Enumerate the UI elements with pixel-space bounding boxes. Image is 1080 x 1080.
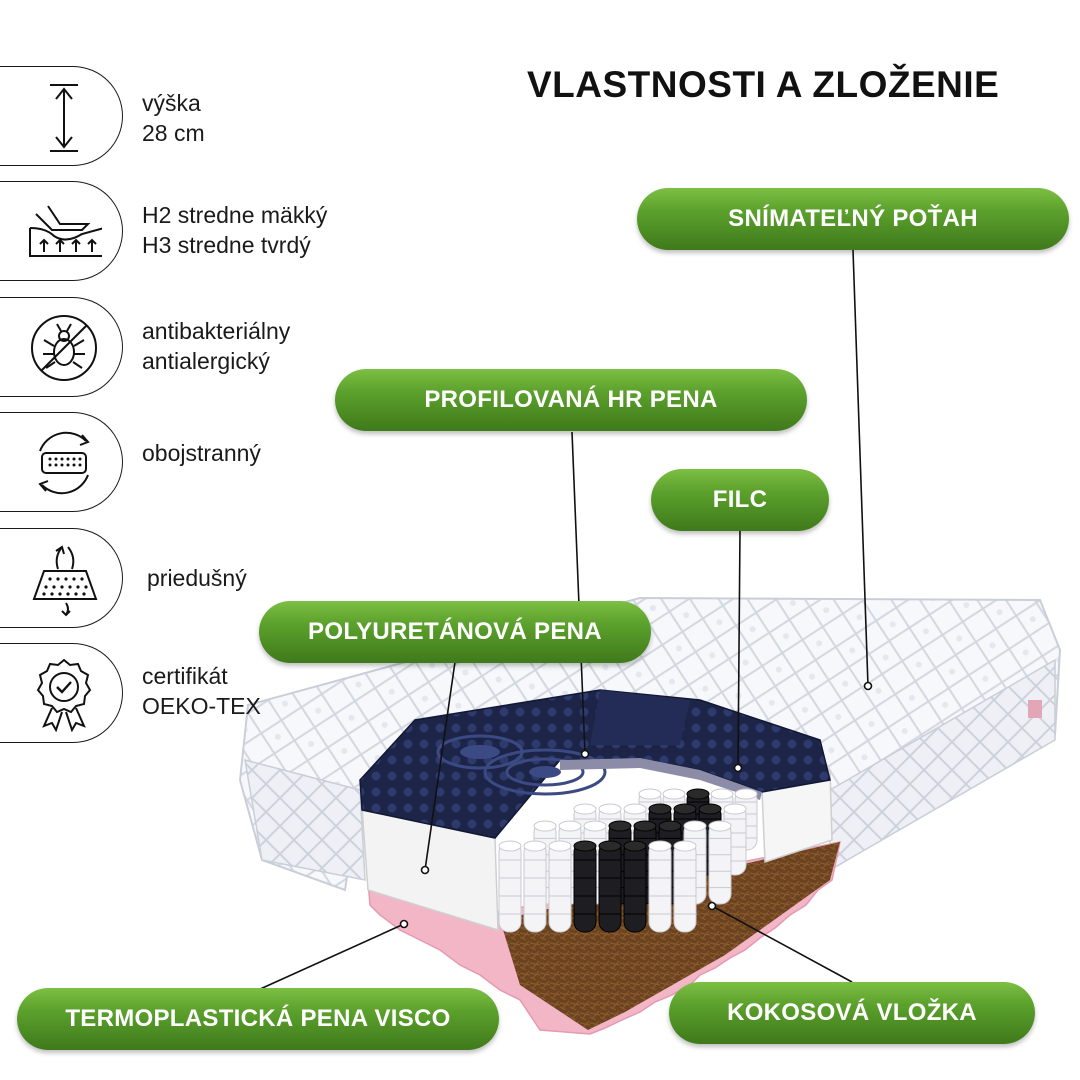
feature-antibacterial-text: antibakteriálny antialergický — [142, 316, 290, 376]
pocket-spring — [523, 840, 547, 933]
pocket-spring — [598, 840, 622, 933]
feature-line: výška — [142, 90, 201, 116]
feature-line: priedušný — [147, 565, 247, 591]
pocket-spring — [648, 840, 672, 933]
certificate-badge-icon — [36, 658, 92, 732]
label-visco-foam: TERMOPLASTICKÁ PENA VISCO — [17, 988, 499, 1050]
feature-certificate-text: certifikát OEKO-TEX — [142, 661, 261, 721]
label-removable-cover: SNÍMATEĽNÝ POŤAH — [637, 188, 1069, 250]
feature-line: H3 stredne tvrdý — [142, 232, 311, 258]
height-arrow-icon — [50, 84, 78, 152]
flip-mattress-icon — [38, 431, 90, 495]
feature-breathable — [0, 528, 123, 628]
feature-height — [0, 66, 123, 166]
feature-line: antialergický — [142, 348, 270, 374]
pocket-spring — [573, 840, 597, 933]
feature-antibacterial — [0, 297, 123, 397]
pocket-spring — [708, 820, 732, 905]
feature-height-text: výška 28 cm — [142, 88, 205, 148]
pocket-spring — [548, 840, 572, 933]
pocket-spring — [673, 840, 697, 933]
label-polyurethane-foam: POLYURETÁNOVÁ PENA — [259, 601, 651, 663]
feature-two-sided-text: obojstranný — [142, 438, 261, 468]
breathable-airflow-icon — [32, 545, 98, 617]
feature-line: antibakteriálny — [142, 318, 291, 344]
feature-breathable-text: priedušný — [147, 563, 247, 593]
label-profiled-hr-foam: PROFILOVANÁ HR PENA — [335, 369, 807, 431]
feature-line: H2 stredne mäkký — [142, 202, 328, 228]
feature-certificate — [0, 643, 123, 743]
feature-line: OEKO-TEX — [142, 693, 261, 719]
feature-two-sided — [0, 412, 123, 512]
pocket-spring — [498, 840, 522, 933]
hand-pressing-mattress-icon — [29, 205, 102, 257]
feature-firmness — [0, 181, 123, 281]
pocket-spring — [623, 840, 647, 933]
feature-line: certifikát — [142, 663, 228, 689]
feature-firmness-text: H2 stredne mäkký H3 stredne tvrdý — [142, 200, 327, 260]
feature-line: 28 cm — [142, 120, 205, 146]
page-title: VLASTNOSTI A ZLOŽENIE — [527, 64, 1000, 105]
feature-line: obojstranný — [142, 440, 261, 466]
no-bacteria-icon — [31, 315, 97, 381]
label-felt: FILC — [651, 469, 829, 531]
label-coconut-insert: KOKOSOVÁ VLOŽKA — [669, 982, 1035, 1044]
